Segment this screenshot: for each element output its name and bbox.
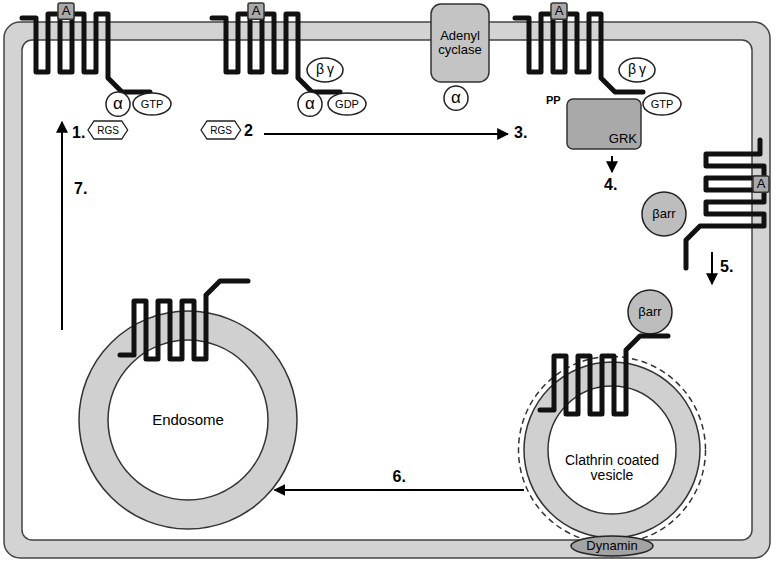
step-number: 5.: [720, 258, 733, 276]
step-number: 7.: [74, 180, 87, 198]
ligand-box: A: [550, 2, 568, 20]
kinase-box: GRK: [566, 98, 642, 150]
transport-arrow: [275, 489, 524, 491]
cycle-arrow: [611, 156, 613, 172]
endosome-text: Endosome: [152, 412, 224, 429]
rgs-hexagon-text: RGS: [97, 125, 119, 136]
cell-membrane: [4, 22, 770, 558]
clathrin-vesicle-text: Clathrin coated vesicle: [560, 453, 664, 484]
rgs-hexagon: RGS: [87, 120, 129, 140]
g-protein-subunit: βγ: [306, 57, 344, 83]
arrestin-circle-text: βarr: [652, 207, 675, 221]
receptor: [515, 14, 643, 92]
nucleotide: GDP: [327, 92, 367, 116]
nucleotide-text: GTP: [651, 98, 674, 110]
kinase-box-text: GRK: [609, 132, 637, 146]
nucleotide-text: GDP: [335, 98, 359, 110]
ligand-box-text: A: [757, 177, 766, 191]
enzyme-box-text: Adenyl cyclase: [433, 29, 487, 58]
cytoplasm: [22, 40, 752, 540]
ligand-box: A: [57, 2, 75, 20]
g-protein-subunit-outline: [306, 57, 344, 83]
g-protein-subunit: βγ: [618, 57, 656, 83]
ligand-box: A: [247, 2, 265, 20]
g-protein-subunit-text: α: [113, 95, 123, 114]
nucleotide-text: GTP: [141, 98, 164, 110]
ligand-box-text: A: [555, 4, 564, 18]
arrestin-circle: βarr: [641, 191, 687, 237]
g-protein-subunit-text: α: [305, 95, 315, 114]
receptor: [540, 336, 668, 414]
endosome: Endosome: [78, 310, 298, 530]
g-protein-subunit-text: γ: [639, 62, 646, 77]
nucleotide: GTP: [642, 92, 682, 116]
step-number: 4.: [604, 176, 617, 194]
arrestin-circle: βarr: [627, 289, 673, 335]
nucleotide: GTP: [132, 92, 172, 116]
arrestin-circle-text: βarr: [638, 305, 661, 319]
g-protein-subunit-outline: [618, 57, 656, 83]
cycle-arrow: [61, 122, 63, 330]
step-number: 1.: [72, 124, 85, 142]
dynamin-ellipse-text: Dynamin: [586, 539, 637, 553]
step-number: 3.: [514, 124, 527, 142]
step-number: 2: [244, 122, 253, 140]
receptor: [120, 281, 248, 359]
dynamin-ellipse: Dynamin: [570, 535, 654, 557]
cycle-arrow: [711, 252, 713, 284]
g-protein-subunit-text: β: [628, 62, 636, 77]
g-protein-subunit: α: [297, 91, 323, 117]
g-protein-subunit: α: [105, 91, 131, 117]
ligand-box-text: A: [62, 4, 71, 18]
rgs-hexagon: RGS: [200, 120, 242, 140]
ligand-box: A: [752, 175, 770, 193]
ligand-box-text: A: [252, 4, 261, 18]
receptor: [686, 140, 764, 268]
step-number: 6.: [393, 468, 406, 486]
g-protein-subunit-text: γ: [327, 62, 334, 77]
rgs-hexagon-text: RGS: [210, 125, 232, 136]
g-protein-subunit-text: β: [316, 62, 324, 77]
enzyme-box: Adenyl cyclase: [430, 3, 490, 83]
g-protein-subunit: α: [443, 85, 469, 111]
receptor: [22, 14, 150, 92]
g-protein-subunit-text: α: [451, 89, 461, 108]
cycle-arrow: [264, 133, 508, 135]
step-number: PP: [546, 94, 561, 106]
